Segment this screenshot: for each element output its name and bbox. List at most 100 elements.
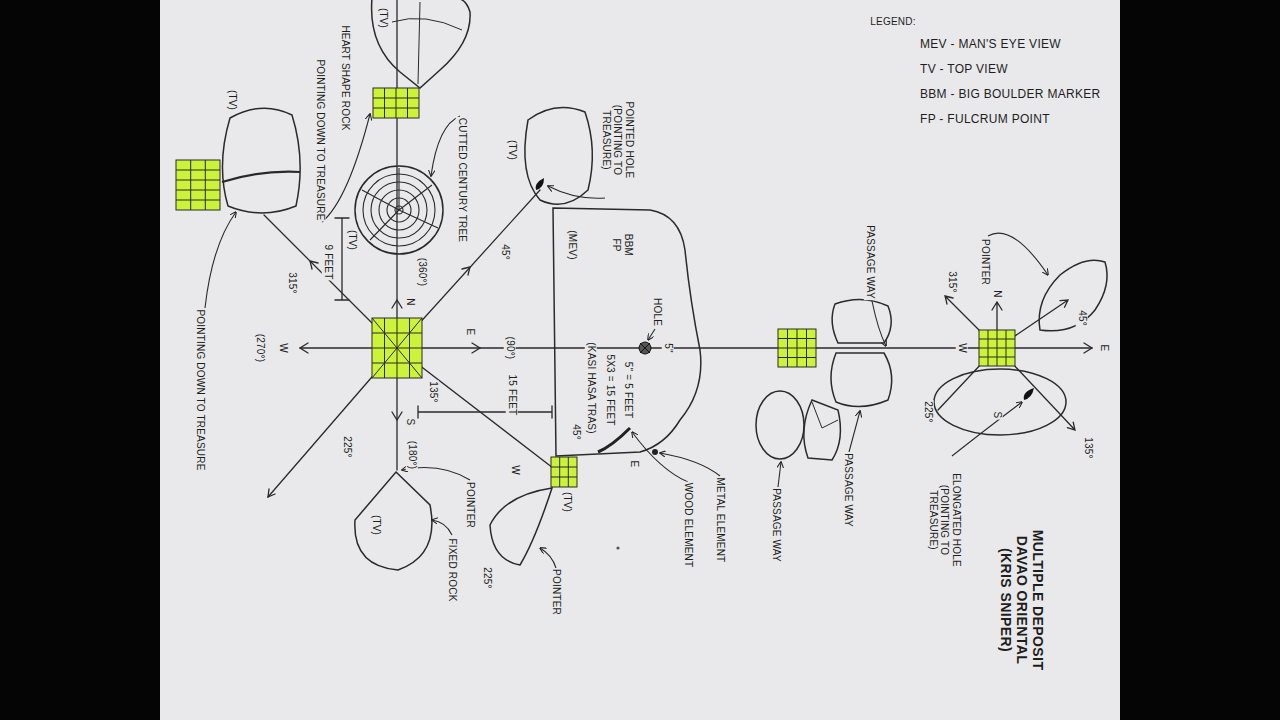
map-annotation: 315°: [286, 271, 298, 294]
grid-lines: [778, 329, 816, 367]
grid-lines: [551, 457, 577, 487]
map-title: MULTIPLE DEPOSIT DAVAO ORIENTAL (KRIS SN…: [998, 514, 1046, 686]
leader-line: [849, 411, 860, 452]
treasure-grid: [778, 329, 816, 367]
treasure-grid: [373, 88, 419, 118]
map-annotation: E: [464, 328, 476, 337]
leader-line: [778, 462, 781, 487]
map-annotation: W: [509, 464, 521, 476]
grid-lines: [979, 330, 1015, 366]
direction-arrows: [268, 261, 1092, 497]
map-annotation: (TV): [370, 514, 382, 536]
treasure-grid: [372, 318, 422, 378]
rock-crack: [222, 172, 300, 182]
pointer-rock: [1039, 260, 1107, 331]
map-annotation: 45°: [570, 423, 582, 441]
map-annotation: (TV): [506, 139, 518, 161]
grid-lines: [372, 318, 422, 378]
map-annotation: (270°): [254, 333, 266, 364]
dimension-lines: [335, 218, 552, 418]
leader-line: [431, 116, 460, 176]
fixed-rock: [355, 472, 432, 570]
boulder-outline: [540, 200, 710, 462]
map-annotation: FIXED ROCK: [446, 537, 458, 602]
passage-rock: [756, 391, 804, 459]
map-annotation: (180°): [406, 440, 418, 471]
map-annotation: 135°: [427, 380, 439, 403]
legend-text: BBM - BIG BOULDER MARKER: [920, 87, 1101, 101]
leader-line: [952, 402, 1022, 456]
leader-line: [432, 520, 452, 535]
leader-line: [540, 548, 556, 568]
map-annotation: N: [404, 297, 416, 306]
treasure-grid: [176, 160, 220, 210]
map-annotation: POINTING DOWN TO TREASURE: [314, 58, 326, 221]
wood-element-mark: [598, 428, 630, 452]
map-annotation: LEGEND:: [869, 16, 916, 28]
rock-crack: [812, 402, 838, 428]
leader-line: [872, 301, 886, 346]
map-annotation: S: [404, 418, 416, 427]
pointed-hole-mark: [536, 178, 544, 190]
map-annotation: N: [991, 289, 1003, 298]
boulder-note: 5": [662, 342, 674, 354]
boulder-note: 5" = 5 FEET: [622, 361, 634, 420]
rock-crack: [392, 2, 462, 84]
paper-sheet: [160, 0, 1120, 720]
map-annotation: HEART SHAPE ROCK: [339, 24, 351, 131]
map-annotation: E: [1098, 344, 1110, 353]
tree-ring: [355, 166, 443, 254]
top-view-rock: [222, 108, 300, 213]
legend-text: MEV - MAN'S EYE VIEW: [920, 37, 1061, 51]
leader-line: [548, 186, 605, 198]
boulder-note: (KASI HASA TRAS): [585, 341, 597, 434]
map-annotation: ELONGATED HOLE (POINTING TO TREASURE): [928, 459, 963, 581]
marks: [536, 178, 1034, 550]
boulder-marker: (MEV)BBM FPHOLE5"5" = 5 FEET5X3 = 15 FEE…: [540, 200, 710, 462]
leader-line: [660, 453, 720, 476]
map-annotation: E: [628, 460, 640, 469]
leader-line: [988, 233, 1048, 275]
leader-lines: [205, 114, 1048, 568]
legend-text: TV - TOP VIEW: [920, 62, 1008, 76]
metal-element-dot: [652, 449, 658, 455]
cut-tree-stump: [355, 166, 443, 254]
boulder-note: HOLE: [651, 297, 663, 327]
map-annotation: 225°: [922, 400, 934, 423]
map-annotation: 225°: [481, 566, 493, 589]
legend-entry: FP - FULCRUM POINT: [920, 109, 1050, 127]
map-annotation: 225°: [341, 435, 353, 458]
left-dark-band: [0, 0, 160, 720]
leader-line: [205, 212, 236, 308]
right-dark-band: [1120, 0, 1280, 720]
elongated-hole-mark: [1024, 388, 1034, 400]
map-annotation: W: [277, 342, 289, 354]
map-annotation: 135°: [1082, 436, 1094, 459]
leader-line: [648, 329, 655, 340]
boulder-shape: [553, 208, 701, 456]
map-annotation: (TV): [226, 89, 238, 111]
legend-entry: BBM - BIG BOULDER MARKER: [920, 84, 1101, 102]
map-annotation: (90°): [504, 336, 516, 361]
passage-rock: [804, 400, 841, 460]
right-compass-lines: [938, 296, 1075, 430]
map-annotation: 9 FEET: [322, 243, 334, 280]
map-annotation: POINTED HOLE (POINTING TO TREASURE): [601, 84, 636, 196]
map-annotation: PASSAGE WAY: [842, 452, 854, 528]
pointed-hole-rock: [525, 108, 592, 205]
map-annotation: (TV): [346, 229, 358, 251]
pointer-rock: [490, 488, 552, 565]
leader-line: [402, 468, 470, 480]
map-annotation: W: [956, 342, 968, 354]
legend-text: FP - FULCRUM POINT: [920, 112, 1050, 126]
map-annotation: (360°): [416, 257, 428, 288]
boulder-note: 5X3 = 15 FEET: [604, 353, 616, 426]
hole-cross: [640, 343, 650, 353]
map-annotation: S: [991, 411, 1003, 420]
map-annotation: (TV): [377, 7, 389, 29]
map-annotation: CUTTED CENTURY TREE: [456, 117, 468, 243]
map-annotation: PASSAGE WAY: [770, 487, 782, 563]
